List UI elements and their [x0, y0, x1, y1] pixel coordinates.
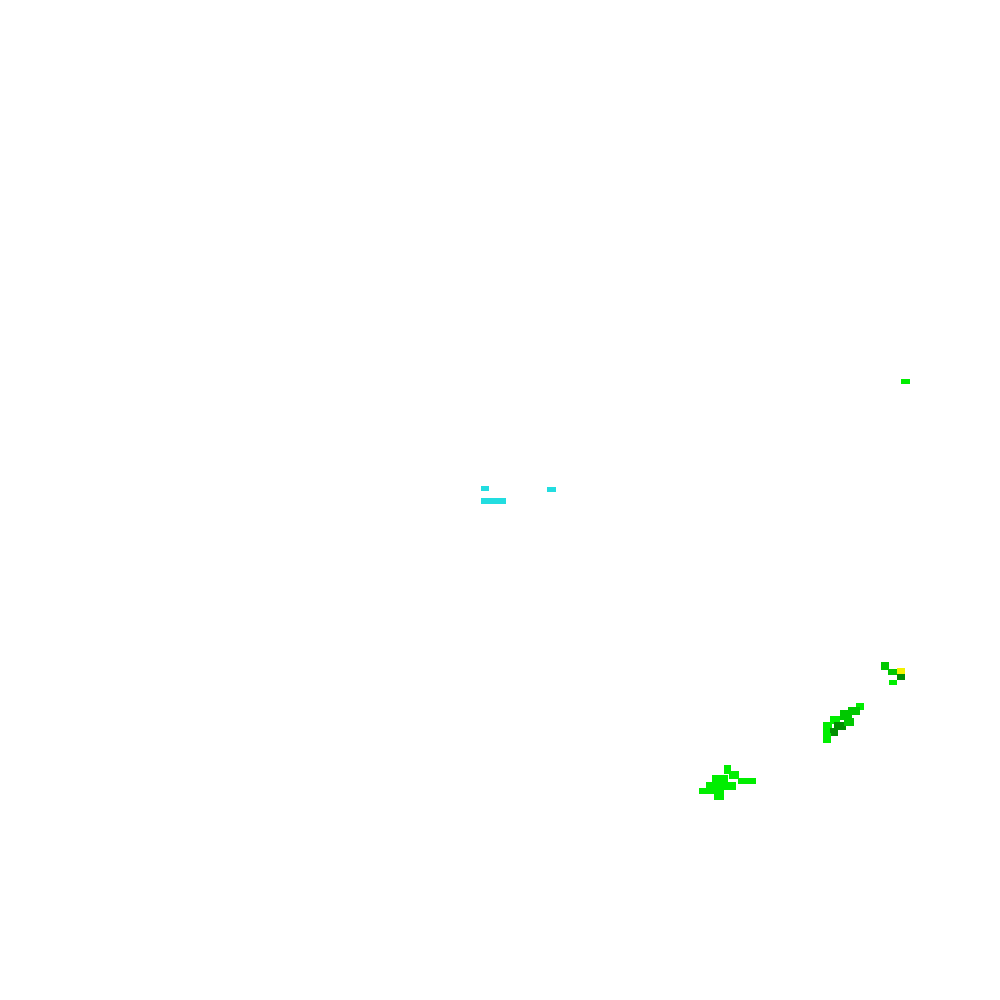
- radar-pixel: [714, 790, 724, 800]
- radar-echo-green-diagonal-band: [823, 703, 864, 743]
- radar-pixel: [897, 674, 905, 680]
- radar-pixel: [481, 498, 506, 504]
- radar-pixel: [547, 487, 556, 492]
- radar-pixel: [888, 669, 897, 675]
- radar-pixel: [834, 722, 846, 730]
- radar-pixel: [706, 782, 736, 790]
- radar-pixel: [889, 680, 897, 685]
- radar-echo-cyan-west: [481, 486, 506, 504]
- radar-pixel: [881, 662, 889, 670]
- radar-pixel: [901, 379, 910, 384]
- radar-echo-green-small-north: [901, 379, 910, 384]
- radar-pixel: [481, 486, 489, 491]
- radar-pixel: [897, 668, 905, 674]
- radar-pixel: [738, 778, 756, 784]
- radar-pixel: [729, 771, 739, 779]
- radar-echo-cyan-east: [547, 487, 556, 492]
- radar-echo-green-southwest: [699, 765, 756, 800]
- radar-pixel: [840, 710, 852, 720]
- radar-pixel: [856, 703, 864, 710]
- radar-pixel: [844, 718, 854, 726]
- radar-pixel: [712, 775, 728, 783]
- radar-pixel: [830, 716, 840, 724]
- radar-pixel: [848, 707, 860, 715]
- radar-echo-green-yellow-cluster: [881, 662, 905, 685]
- radar-pixel: [823, 722, 832, 734]
- radar-pixel: [724, 765, 731, 774]
- radar-pixel: [699, 788, 715, 794]
- radar-pixel: [823, 733, 831, 743]
- radar-pixel: [830, 728, 838, 736]
